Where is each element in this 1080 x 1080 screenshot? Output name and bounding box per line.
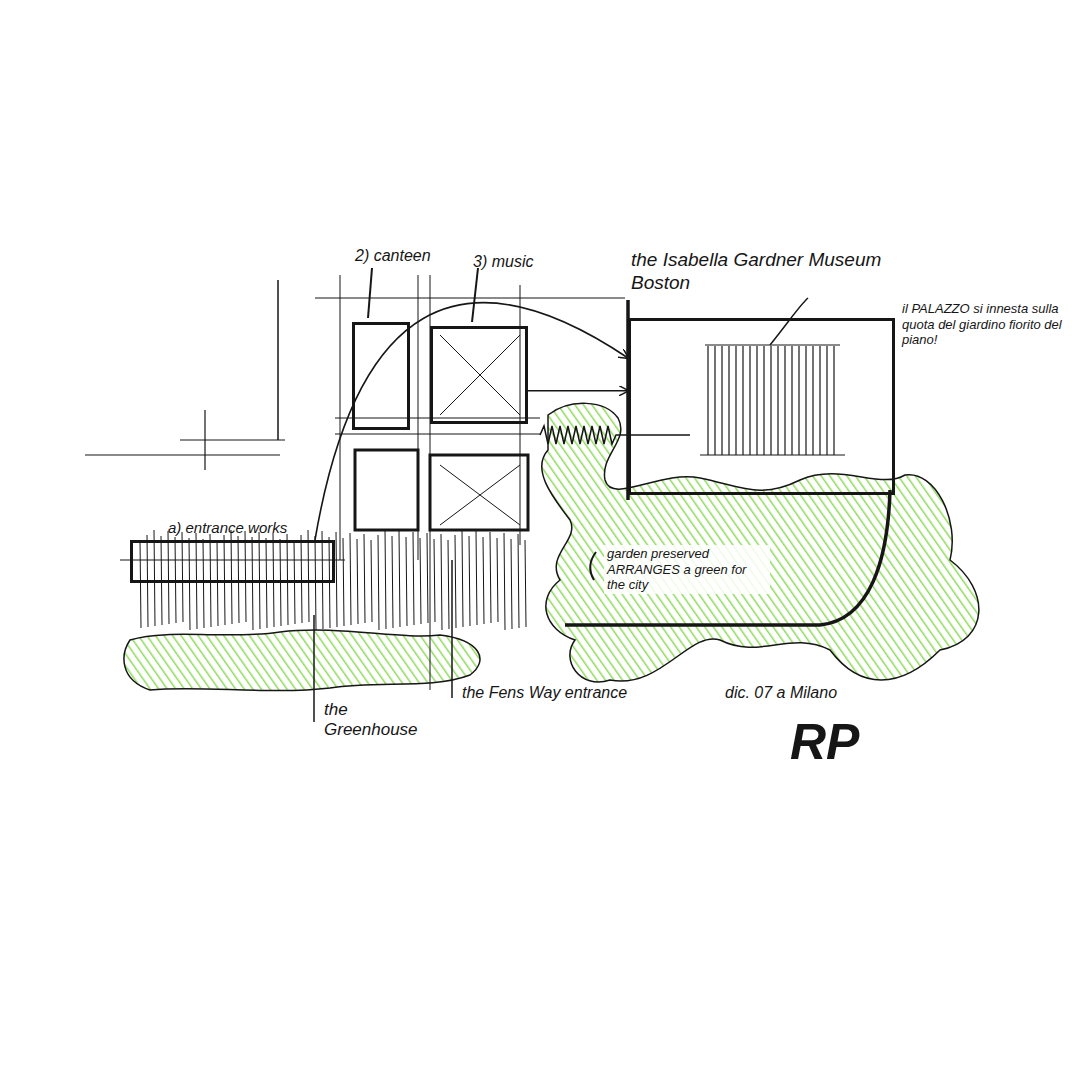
- palazzo-hatch: [791, 346, 792, 455]
- palazzo-hatch: [728, 346, 729, 455]
- greenhouse-hatch: [168, 531, 169, 624]
- greenhouse-hatch: [378, 535, 379, 630]
- palazzo-hatch: [707, 346, 708, 455]
- greenhouse-hatch: [308, 530, 309, 622]
- greenhouse-hatch: [252, 537, 253, 630]
- greenhouse-hatch: [448, 540, 449, 629]
- palazzo-hatch: [812, 346, 813, 455]
- palazzo-hatch: [833, 346, 834, 455]
- palazzo-hatch: [756, 346, 757, 455]
- greenhouse-hatch: [287, 534, 288, 625]
- greenhouse-hatch: [273, 533, 274, 627]
- sketch-arrow: [528, 390, 628, 392]
- greenhouse-hatch: [462, 530, 463, 627]
- greenhouse-hatch: [490, 532, 491, 623]
- palazzo-hatch: [819, 346, 820, 455]
- greenhouse-hatch: [385, 530, 386, 629]
- greenhouse-hatch: [511, 539, 512, 629]
- greenhouse-hatch: [441, 534, 442, 630]
- palazzo-hatch: [784, 346, 785, 455]
- palazzo-hatch: [749, 346, 750, 455]
- greenhouse-hatch: [413, 532, 414, 625]
- palazzo-hatch: [742, 346, 743, 455]
- greenhouse-hatch: [357, 539, 358, 624]
- palazzo-box: the Isabella Gardner Museum Bostonil PAL…: [628, 318, 895, 495]
- palazzo-hatch: [735, 346, 736, 455]
- greenhouse-hatch: [483, 537, 484, 624]
- room-square: 2) canteen: [352, 322, 410, 430]
- node-heading: the Isabella Gardner Museum Boston: [631, 249, 906, 295]
- greenhouse-hatch: [525, 540, 526, 627]
- greenhouse-hatch: [518, 534, 519, 628]
- node-note: il PALAZZO si innesta sulla quota del gi…: [902, 301, 1067, 348]
- greenhouse-hatch: [238, 536, 239, 623]
- palazzo-hatch: [826, 346, 827, 455]
- sketch-note: dic. 07 a Milano: [725, 683, 837, 702]
- greenhouse-hatch: [420, 538, 421, 624]
- palazzo-hatch: [714, 346, 715, 455]
- greenhouse-hatch: [217, 540, 218, 626]
- node-heading: a) entrance works: [168, 519, 287, 537]
- greenhouse-hatch: [245, 531, 246, 622]
- palazzo-hatch: [777, 346, 778, 455]
- signature: RP: [790, 712, 859, 772]
- palazzo-hatch: [721, 346, 722, 455]
- palazzo-hatch: [700, 455, 845, 456]
- greenhouse-hatch: [266, 538, 267, 628]
- greenhouse-hatch: [427, 533, 428, 623]
- node-heading: 3) music: [473, 252, 533, 271]
- greenhouse-hatch: [504, 533, 505, 630]
- greenhouse-hatch: [455, 535, 456, 628]
- room-square: 3) music: [430, 326, 528, 424]
- palazzo-hatch: [770, 346, 771, 455]
- greenhouse-hatch: [469, 536, 470, 626]
- greenhouse-hatch: [371, 540, 372, 622]
- greenhouse-hatch: [224, 535, 225, 625]
- greenhouse-hatch: [182, 532, 183, 622]
- greenhouse-hatch: [154, 530, 155, 626]
- sketch-note: garden preserved ARRANGES a green for th…: [604, 545, 770, 594]
- greenhouse-hatch: [231, 530, 232, 624]
- greenhouse-hatch: [189, 538, 190, 630]
- greenhouse-hatch: [497, 538, 498, 622]
- sketch-note: the Greenhouse: [324, 700, 414, 741]
- greenhouse-hatch: [301, 535, 302, 623]
- node-heading: 2) canteen: [355, 246, 431, 265]
- greenhouse-hatch: [392, 536, 393, 628]
- palazzo-hatch: [763, 346, 764, 455]
- palazzo-hatch: [798, 346, 799, 455]
- greenhouse-hatch: [364, 534, 365, 623]
- lawn-blob: [124, 630, 480, 690]
- greenhouse-hatch: [175, 537, 176, 623]
- greenhouse-hatch: [140, 540, 141, 628]
- greenhouse-hatch: [322, 531, 323, 629]
- garden-blob: [542, 403, 979, 682]
- greenhouse-hatch: [476, 531, 477, 625]
- palazzo-hatch: [805, 346, 806, 455]
- palazzo-hatch: [705, 345, 840, 346]
- greenhouse-hatch: [350, 533, 351, 625]
- sketch-arrow: [315, 303, 628, 540]
- greenhouse-hatch: [406, 537, 407, 626]
- greenhouse-hatch: [343, 538, 344, 626]
- greenhouse-hatch: [203, 539, 204, 628]
- greenhouse-hatch: [434, 539, 435, 622]
- greenhouse-hatch: [315, 536, 316, 630]
- entrance-bar: a) entrance works: [130, 540, 335, 583]
- sketch-note: the Fens Way entrance: [462, 683, 627, 702]
- greenhouse-hatch: [399, 531, 400, 627]
- greenhouse-hatch: [336, 532, 337, 627]
